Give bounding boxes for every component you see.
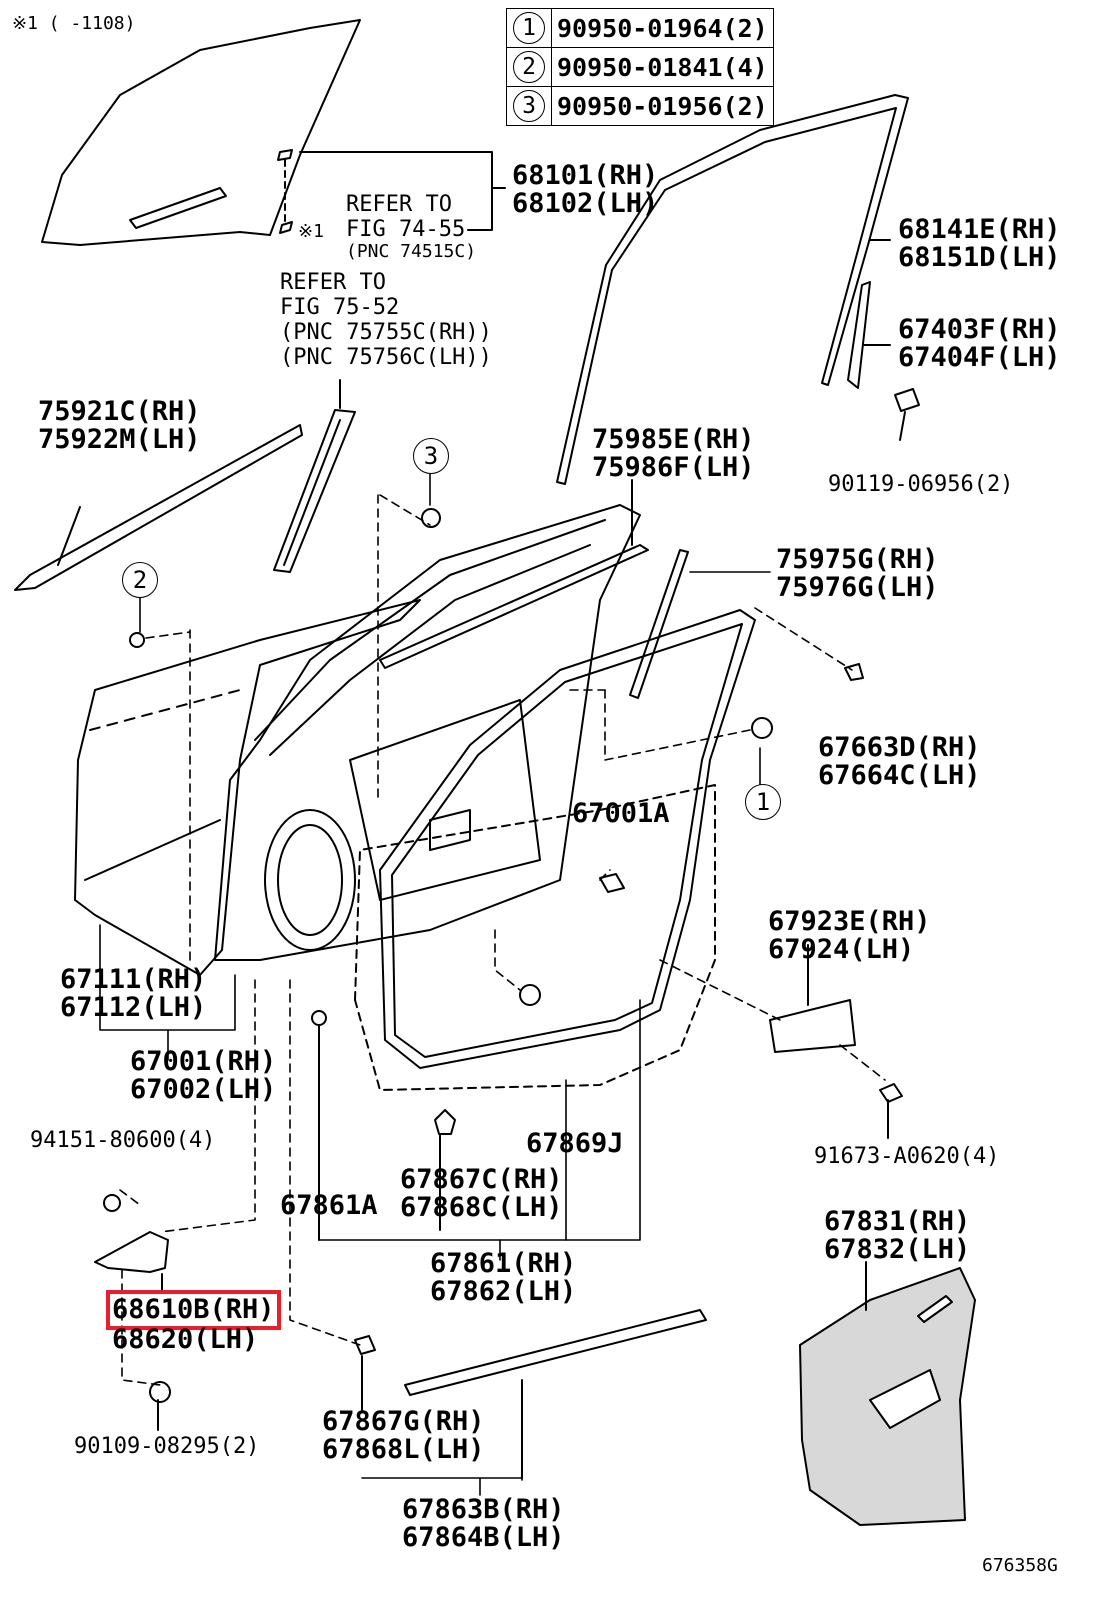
ref-circle: 1 (513, 12, 545, 44)
part-label-belt-inner[interactable]: 75985E(RH)75986F(LH) (592, 424, 755, 483)
parts-table-row: 3 90950-01956(2) (506, 86, 774, 126)
glass-run (556, 94, 909, 485)
part-label-cover[interactable]: 67663D(RH)67664C(LH) (818, 732, 981, 791)
part-label-plug[interactable]: 67001A (572, 798, 670, 829)
part-label-rear-channel[interactable]: 67403F(RH)67404F(LH) (898, 314, 1061, 373)
part-label-belt-outer[interactable]: 75921C(RH)75922M(LH) (38, 396, 201, 455)
door-outer-panel (74, 599, 421, 976)
part-label-door-panel[interactable]: 67001(RH)67002(LH) (130, 1046, 277, 1105)
callout-3: 3 (413, 438, 449, 474)
parts-table-row: 2 90950-01841(4) (506, 47, 774, 87)
part-label-glass-run[interactable]: 68141E(RH)68151D(LH) (898, 214, 1061, 273)
callout-1: 1 (745, 784, 781, 820)
figure-code: 676358G (982, 1555, 1058, 1576)
part-label-clip-c[interactable]: 67867C(RH)67868C(LH) (400, 1164, 563, 1223)
part-label-outer-panel[interactable]: 67111(RH)67112(LH) (60, 964, 207, 1023)
part-label-bolt-3[interactable]: 90109-08295(2) (74, 1434, 260, 1459)
part-label-clip-j[interactable]: 67869J (526, 1128, 624, 1159)
door-frame (214, 504, 641, 961)
part-label-sill[interactable]: 67863B(RH)67864B(LH) (402, 1494, 565, 1553)
belt-moulding-outer (14, 424, 303, 591)
part-label-seal[interactable]: 67861(RH)67862(LH) (430, 1248, 577, 1307)
parts-table-row: 1 90950-01964(2) (506, 8, 774, 48)
header-note: ※1 ( -1108) (12, 13, 136, 34)
part-label-clip-a[interactable]: 67861A (280, 1190, 378, 1221)
star-mark: ※1 (298, 221, 324, 242)
part-number[interactable]: 90950-01841(4) (551, 47, 774, 87)
glass-outline (41, 19, 361, 246)
belt-moulding-inner (379, 544, 649, 669)
part-label-glass[interactable]: 68101(RH)68102(LH) (512, 160, 659, 219)
part-label-weatherstrip-bracket[interactable]: 67923E(RH)67924(LH) (768, 906, 931, 965)
ref-circle: 2 (513, 51, 545, 83)
rear-channel (847, 281, 871, 389)
part-number[interactable]: 90950-01956(2) (551, 86, 774, 126)
part-label-bolt-2[interactable]: 91673-A0620(4) (814, 1144, 1000, 1169)
part-label-belt-rear[interactable]: 75975G(RH)75976G(LH) (776, 544, 939, 603)
part-label-check-lh[interactable]: 68620(LH) (112, 1324, 259, 1355)
part-label-silencer[interactable]: 67831(RH)67832(LH) (824, 1206, 971, 1265)
callout-2: 2 (122, 562, 158, 598)
part-label-check-rh-highlighted[interactable]: 68610B(RH) (106, 1290, 281, 1330)
part-label-bolt-1[interactable]: 90119-06956(2) (828, 472, 1014, 497)
ref-circle: 3 (513, 90, 545, 122)
door-weatherstrip (379, 609, 756, 1069)
part-number[interactable]: 90950-01964(2) (551, 8, 774, 48)
pillar-garnish (273, 409, 356, 573)
sill-moulding (404, 1309, 707, 1396)
part-label-lower-clip[interactable]: 67867G(RH)67868L(LH) (322, 1406, 485, 1465)
part-label-screw[interactable]: 94151-80600(4) (30, 1128, 216, 1153)
parts-table: 1 90950-01964(2) 2 90950-01841(4) 3 9095… (506, 8, 774, 126)
